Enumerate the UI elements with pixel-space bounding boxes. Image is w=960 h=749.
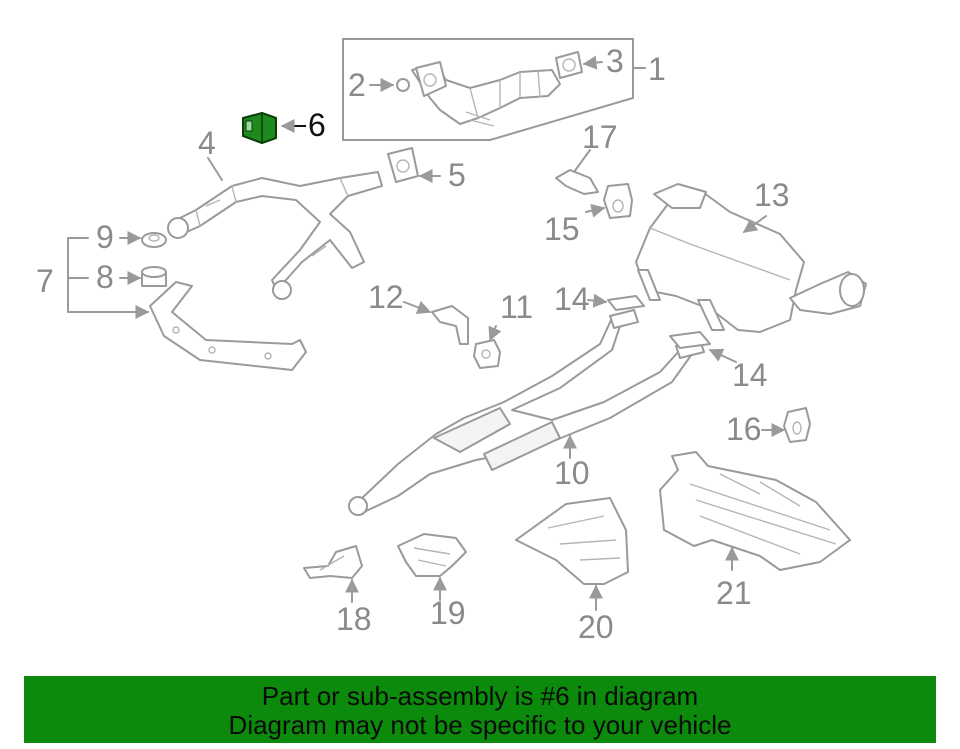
part-13-rear-muffler[interactable] xyxy=(635,183,867,333)
part-1-catalytic-converter-group[interactable] xyxy=(342,38,646,141)
callout-21: 21 xyxy=(716,575,752,611)
part-7-bracket[interactable] xyxy=(149,281,307,371)
part-5-gasket[interactable] xyxy=(387,147,419,183)
callout-2: 2 xyxy=(348,67,366,103)
part-2-o-ring[interactable] xyxy=(396,78,410,92)
part-17-bracket[interactable] xyxy=(555,169,599,195)
callout-12: 12 xyxy=(368,279,404,315)
callout-8: 8 xyxy=(96,259,114,295)
callout-20: 20 xyxy=(578,609,614,645)
notice-line-1: Part or sub-assembly is #6 in diagram xyxy=(261,681,699,711)
part-12-bracket[interactable] xyxy=(431,305,469,345)
part-3-gasket[interactable] xyxy=(555,51,583,79)
callout-17: 17 xyxy=(582,119,618,155)
part-18-heat-shield[interactable] xyxy=(303,545,363,579)
callout-11: 11 xyxy=(500,289,533,325)
notice-line-2: Diagram may not be specific to your vehi… xyxy=(228,710,732,740)
callout-9: 9 xyxy=(96,219,114,255)
callout-10: 10 xyxy=(554,455,590,491)
part-8-bushing[interactable] xyxy=(141,266,167,287)
callout-3: 3 xyxy=(606,43,624,79)
part-16-mount[interactable] xyxy=(783,407,811,443)
part-14-gasket-upper[interactable] xyxy=(607,295,645,311)
callout-7: 7 xyxy=(36,263,54,299)
callout-18: 18 xyxy=(336,601,372,637)
callout-4: 4 xyxy=(198,125,216,161)
part-4-front-y-pipe[interactable] xyxy=(167,171,383,300)
callout-19: 19 xyxy=(430,595,466,631)
callout-16: 16 xyxy=(726,411,762,447)
part-20-heat-shield[interactable] xyxy=(515,497,629,585)
part-10-center-pipe[interactable] xyxy=(348,309,705,516)
part-14-gasket-lower[interactable] xyxy=(669,331,711,349)
part-9-grommet[interactable] xyxy=(141,232,167,248)
notice-banner: Part or sub-assembly is #6 in diagram Di… xyxy=(24,676,936,743)
part-11-mount[interactable] xyxy=(473,339,501,369)
part-19-heat-shield[interactable] xyxy=(397,533,467,577)
callout-13: 13 xyxy=(754,177,790,213)
callout-6: 6 xyxy=(308,107,326,143)
callout-14-upper: 14 xyxy=(554,281,590,317)
part-6-highlighted-mount[interactable] xyxy=(242,112,277,144)
callout-15: 15 xyxy=(544,211,580,247)
part-21-heat-shield[interactable] xyxy=(659,451,851,571)
callout-1: 1 xyxy=(648,51,666,87)
part-15-mount[interactable] xyxy=(603,183,633,219)
callout-14-lower: 14 xyxy=(732,357,768,393)
callout-5: 5 xyxy=(448,157,466,193)
